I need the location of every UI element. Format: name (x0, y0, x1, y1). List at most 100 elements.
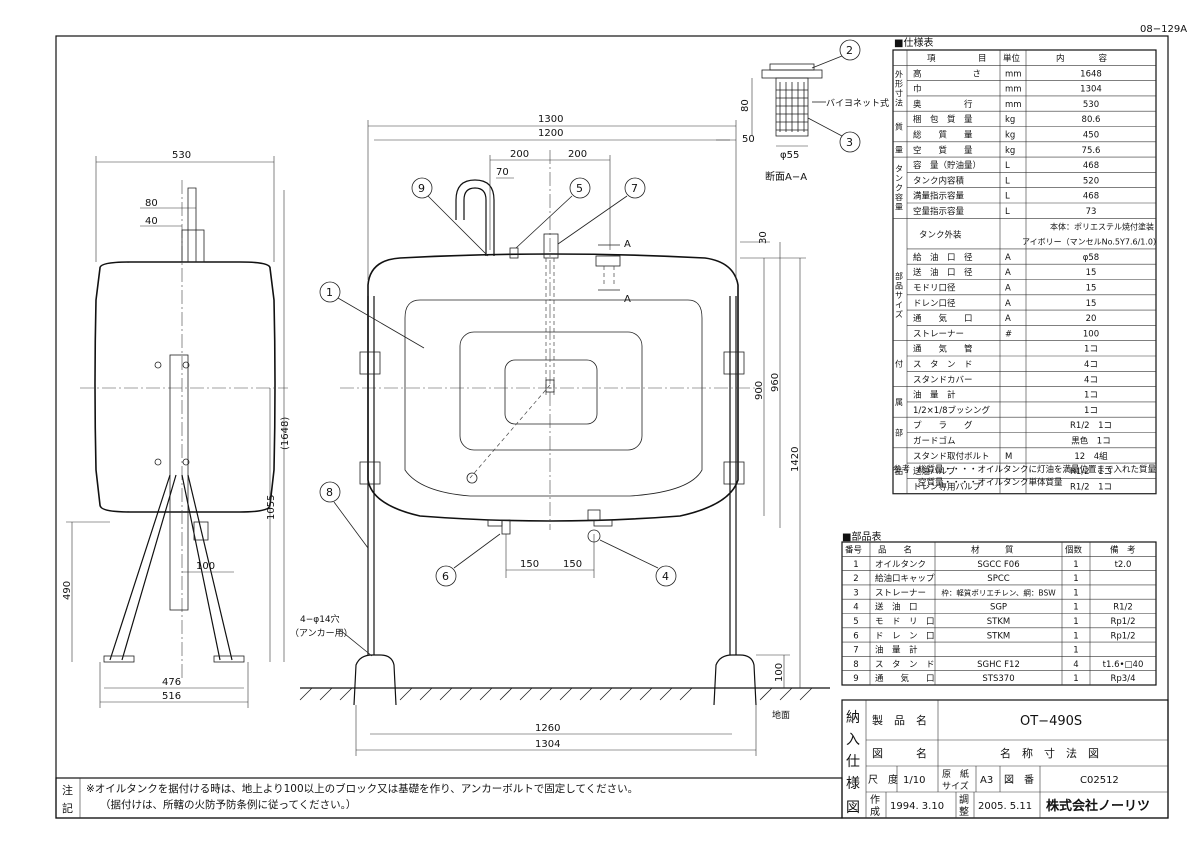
balloon-8-label: 8 (326, 486, 333, 499)
parts-row-qty: 1 (1073, 674, 1078, 684)
spec-group-label: 寸 (895, 88, 903, 98)
scale-label: 尺 度 (868, 773, 898, 786)
spec-row-unit: A (1005, 299, 1011, 309)
title-block-frame (841, 699, 1169, 819)
side-stand-post (169, 354, 189, 611)
spec-row-item: ストレーナー (913, 329, 964, 339)
parts-table-title: ■部品表 (842, 530, 881, 543)
leader (807, 117, 843, 137)
spec-row-item: スタンド取付ボルト (913, 451, 990, 462)
spec-group-label: サ (895, 291, 903, 300)
spec-row-unit: # (1005, 329, 1012, 339)
anchor-leader (339, 629, 373, 657)
side-gauge-housing (181, 229, 205, 263)
notes-side-2: 記 (62, 801, 73, 815)
spec-row-value: 12 4組 (1074, 451, 1108, 462)
spec-row-unit: L (1005, 176, 1010, 186)
balloon-7 (624, 177, 646, 199)
stand-bracket (723, 461, 745, 485)
spec-row-item: ガードゴム (913, 436, 956, 447)
spec-row-value-2: アイボリー（マンセルNo.5Y7.6/1.0） (1022, 238, 1161, 247)
product-name-label: 製 品 名 (872, 713, 927, 727)
spec-row-value: 4コ (1084, 360, 1098, 370)
company-name: 株式会社ノーリツ (1046, 798, 1150, 814)
spec-group-label: 容 (895, 192, 903, 202)
parts-row-qty: 1 (1073, 588, 1078, 598)
spec-row-value: 1コ (1084, 391, 1098, 401)
strainer-body (775, 77, 809, 137)
spec-row-value: 73 (1086, 207, 1097, 217)
balloon-2 (839, 39, 861, 61)
spec-row-value: R1/2 1コ (1070, 421, 1112, 431)
spec-row-value: 15 (1086, 299, 1097, 309)
parts-row-remarks: Rp3/4 (1111, 674, 1136, 684)
scale-value: 1/10 (903, 775, 925, 786)
anchor-hole-note: 4−φ14穴 (300, 613, 340, 625)
spec-row-value: 本体：ポリエステル焼付塗装 (1050, 221, 1154, 231)
supply-fitting (593, 519, 613, 527)
notes-line-1: ※オイルタンクを据付ける時は、地上より100以上のブロック又は基礎を作り、アンカ… (86, 782, 638, 795)
spec-row-value: 20 (1086, 314, 1097, 324)
vent-pipe-outer (455, 179, 495, 256)
spec-row-item: 容 量（貯油量） (913, 160, 981, 171)
parts-row-material: STKM (987, 631, 1011, 641)
spec-group-label: 属 (895, 398, 903, 407)
spec-row-unit: L (1005, 161, 1010, 171)
parts-row-qty: 1 (1073, 560, 1078, 570)
front-tank-panel-2 (459, 331, 643, 451)
parts-header: 番号 (845, 545, 862, 556)
spec-row-item: ス タ ン ド (913, 360, 973, 370)
side-bolt (182, 361, 190, 369)
leader (427, 195, 489, 257)
balloon-1 (319, 281, 341, 303)
drawing-name: 名 称 寸 法 図 (1000, 746, 1099, 760)
oil-gauge-head (543, 233, 559, 259)
stand-left (367, 296, 375, 655)
spec-row-value: φ58 (1083, 253, 1099, 263)
filler-neck (603, 266, 615, 285)
created-label-2: 成 (870, 806, 880, 818)
adjusted-label-1: 調 (959, 793, 969, 806)
dim-80-section: 80 (740, 99, 751, 112)
parts-row-no: 2 (853, 574, 858, 584)
spec-group-label: ン (895, 174, 903, 183)
dim-960: 960 (770, 373, 781, 392)
balloon-7-label: 7 (631, 182, 638, 195)
anchor-block-right (713, 654, 757, 706)
side-foot-right (213, 655, 245, 663)
dim-70: 70 (496, 167, 509, 178)
spec-row-unit: kg (1005, 146, 1015, 156)
ground-label: 地面 (772, 709, 790, 721)
spec-row-value: 4コ (1084, 375, 1098, 385)
anchor-block-left (353, 654, 397, 706)
leader (515, 195, 573, 249)
parts-row-name: モ ド リ 口 (875, 617, 935, 627)
side-bolt (154, 361, 162, 369)
created-label-1: 作 (870, 794, 880, 806)
spec-row-item: 通 気 管 (913, 344, 973, 355)
spec-row-unit: A (1005, 284, 1011, 294)
spec-row-value: 468 (1083, 192, 1099, 202)
spec-group-label: 付 (895, 359, 903, 369)
spec-row-value: R1/2 1コ (1070, 467, 1112, 477)
parts-row-no: 9 (853, 674, 858, 684)
side-valve (193, 521, 209, 541)
title-side-char-3: 仕 (846, 754, 860, 770)
notes-side-1: 注 (62, 783, 73, 797)
adjusted-label-2: 整 (959, 805, 969, 818)
spec-row-unit: M (1005, 452, 1012, 462)
dim-490: 490 (62, 581, 73, 600)
spec-note-label: 参考 (893, 464, 910, 475)
parts-row-qty: 1 (1073, 617, 1078, 627)
spec-row-item: 梱 包 質 量 (913, 114, 973, 125)
parts-row-qty: 1 (1073, 574, 1078, 584)
parts-row-name: 給油口キャップ (875, 573, 935, 584)
parts-row-name: 送 油 口 (875, 602, 918, 613)
leader (599, 539, 659, 569)
spec-group-label: ズ (895, 309, 903, 319)
dim-516: 516 (162, 691, 181, 702)
spec-group-label: 量 (895, 145, 903, 154)
drawing-no: C02512 (1080, 775, 1119, 786)
return-port (509, 247, 519, 259)
